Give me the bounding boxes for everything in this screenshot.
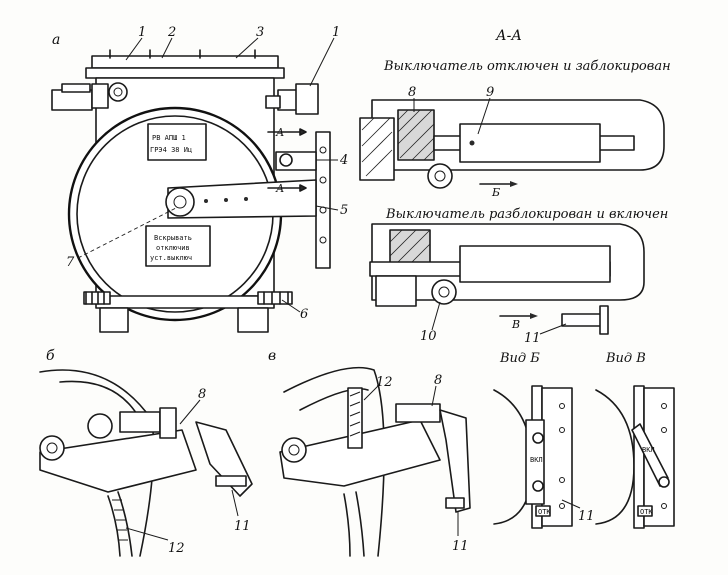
- plate-top-line2: ГРЭ4 38 Иц: [150, 146, 192, 154]
- section-view-locked: [359, 97, 665, 189]
- arrow-label-v: В: [511, 318, 520, 331]
- panel-b-detail: [39, 369, 253, 557]
- callout-8-section: 8: [408, 85, 416, 100]
- callout-8-b: 8: [198, 387, 206, 402]
- panel-v-detail: [279, 366, 471, 557]
- callout-8-v: 8: [434, 373, 442, 388]
- callout-12-v: 12: [376, 375, 393, 390]
- section-view-unlocked: [369, 223, 645, 335]
- view-b-title: Вид Б: [499, 351, 540, 366]
- callout-10: 10: [420, 329, 437, 344]
- callout-7: 7: [66, 255, 75, 270]
- view-b-vkl-label: ВКЛ: [530, 456, 543, 464]
- caption-unlocked: Выключатель разблокирован и включен: [385, 207, 668, 222]
- callout-9: 9: [486, 85, 494, 100]
- plate-bottom-line3: уст.выключ: [150, 254, 192, 262]
- callout-11-section: 11: [524, 331, 541, 346]
- callout-11-b: 11: [234, 519, 251, 534]
- callout-11-v: 11: [452, 539, 469, 554]
- callout-6: 6: [300, 307, 308, 322]
- callout-5: 5: [340, 203, 348, 218]
- panel-label-v: в: [268, 348, 276, 364]
- caption-locked: Выключатель отключен и заблокирован: [383, 59, 671, 74]
- plate-bottom-line1: Вскрывать: [154, 234, 192, 242]
- arrow-label-b: Б: [491, 186, 500, 199]
- section-mark-upper: А: [275, 126, 284, 139]
- plate-bottom-line2: отключив: [156, 244, 190, 252]
- view-v-title: Вид В: [605, 351, 646, 366]
- section-mark-lower: А: [275, 182, 284, 195]
- callout-11-view-b: 11: [578, 509, 595, 524]
- callout-1-right: 1: [332, 25, 340, 40]
- panel-a-front-view: [51, 37, 339, 333]
- view-v-panel: [595, 385, 675, 529]
- callout-4: 4: [339, 153, 348, 168]
- view-b-off-label: ОТК: [538, 508, 551, 516]
- callout-3: 3: [256, 25, 264, 40]
- view-v-vkl-label: ВКЛ: [642, 446, 655, 454]
- callout-12-b: 12: [168, 541, 185, 556]
- callout-1-left: 1: [138, 25, 146, 40]
- text-layer: а б в А-А Выключатель отключен и заблоки…: [46, 25, 671, 556]
- callout-2: 2: [167, 25, 176, 40]
- panel-label-b: б: [46, 348, 55, 364]
- view-v-off-label: ОТК: [640, 508, 653, 516]
- plate-top-line1: РВ АПШ 1: [152, 134, 186, 142]
- section-title: А-А: [495, 28, 522, 44]
- view-b-panel: [493, 385, 581, 529]
- panel-label-a: а: [52, 32, 60, 48]
